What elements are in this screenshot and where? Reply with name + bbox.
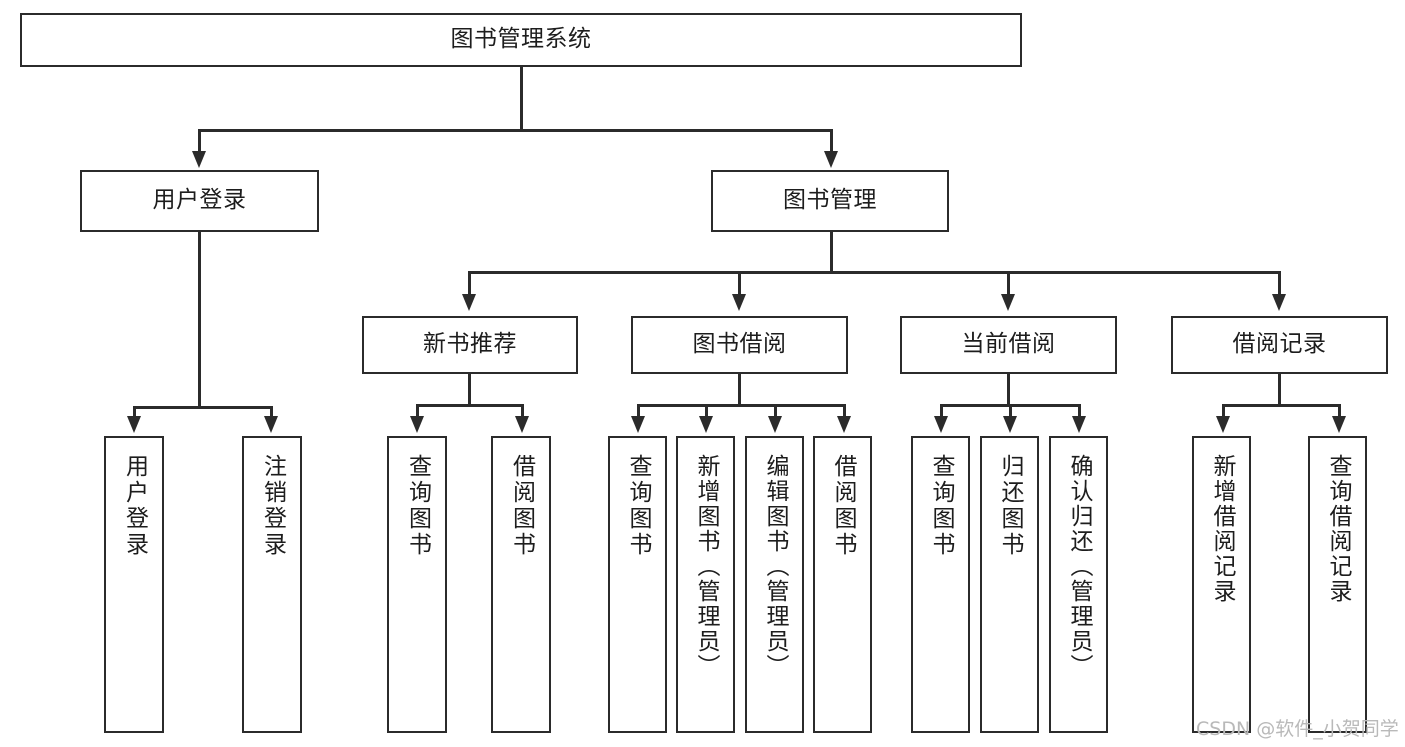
connector-borrow-record-child-2 (1338, 404, 1341, 418)
arrow-leaf-logout (264, 416, 278, 433)
arrow-to-user-login (192, 151, 206, 168)
arrow-leaf-confirm-return (1072, 416, 1086, 433)
connector-level3-bus (468, 271, 1280, 274)
node-leaf-query-book-recommend[interactable]: 查询图书 (387, 436, 447, 733)
arrow-leaf-query-book-2 (631, 416, 645, 433)
node-leaf-return-book[interactable]: 归还图书 (980, 436, 1039, 733)
node-label: 借阅记录 (1232, 331, 1327, 358)
node-label: 确认归还（管理员） (1066, 454, 1092, 679)
arrow-to-borrow-record (1272, 294, 1286, 311)
connector-to-book-borrow (738, 271, 741, 296)
connector-user-login-child-1 (133, 406, 136, 418)
node-book-management[interactable]: 图书管理 (711, 170, 949, 232)
node-label: 图书管理 (783, 187, 877, 214)
connector-current-borrow-child-1 (940, 404, 943, 418)
connector-current-borrow-child-3 (1078, 404, 1081, 418)
node-leaf-logout[interactable]: 注销登录 (242, 436, 302, 733)
connector-borrow-record-bus (1222, 404, 1338, 407)
node-leaf-add-borrow-record[interactable]: 新增借阅记录 (1192, 436, 1251, 733)
node-new-book-recommend[interactable]: 新书推荐 (362, 316, 578, 374)
arrow-to-new-book-recommend (462, 294, 476, 311)
connector-borrow-record-stem (1278, 374, 1281, 406)
arrow-leaf-user-login (127, 416, 141, 433)
node-leaf-edit-book[interactable]: 编辑图书（管理员） (745, 436, 804, 733)
node-label: 用户登录 (121, 454, 148, 558)
node-borrow-record[interactable]: 借阅记录 (1171, 316, 1388, 374)
connector-new-book-bus (416, 404, 521, 407)
connector-book-management-stem (830, 232, 833, 273)
node-label: 新增图书（管理员） (693, 454, 719, 679)
connector-to-user-login (198, 129, 201, 154)
node-label: 图书管理系统 (450, 26, 592, 53)
connector-book-borrow-child-2 (705, 404, 708, 418)
connector-new-book-child-1 (416, 404, 419, 418)
arrow-leaf-borrow-book-2 (837, 416, 851, 433)
node-label: 用户登录 (152, 187, 247, 214)
connector-to-borrow-record (1278, 271, 1281, 296)
arrow-leaf-edit-book (768, 416, 782, 433)
connector-to-new-book-recommend (468, 271, 471, 296)
connector-book-borrow-child-3 (774, 404, 777, 418)
arrow-to-book-borrow (732, 294, 746, 311)
connector-book-borrow-bus (637, 404, 843, 407)
node-label: 归还图书 (997, 454, 1023, 558)
node-label: 借阅图书 (830, 454, 856, 558)
arrow-leaf-return-book (1003, 416, 1017, 433)
arrow-leaf-add-book (699, 416, 713, 433)
arrow-leaf-query-book-1 (410, 416, 424, 433)
node-label: 新增借阅记录 (1209, 454, 1235, 604)
connector-current-borrow-stem (1007, 374, 1010, 406)
connector-user-login-child-2 (270, 406, 273, 418)
node-leaf-query-book-borrow[interactable]: 查询图书 (608, 436, 667, 733)
node-label: 查询借阅记录 (1325, 454, 1351, 604)
connector-root-bus (198, 129, 832, 132)
node-label: 借阅图书 (508, 454, 535, 558)
connector-user-login-bus (133, 406, 270, 409)
node-book-borrow[interactable]: 图书借阅 (631, 316, 848, 374)
node-label: 编辑图书（管理员） (762, 454, 788, 679)
connector-book-borrow-child-4 (843, 404, 846, 418)
connector-book-borrow-child-1 (637, 404, 640, 418)
connector-new-book-child-2 (521, 404, 524, 418)
csdn-watermark: CSDN @软件_小贺同学 (1196, 718, 1399, 740)
node-label: 当前借阅 (961, 331, 1056, 358)
connector-user-login-stem (198, 232, 201, 408)
node-label: 注销登录 (259, 454, 286, 558)
arrow-to-book-management (824, 151, 838, 168)
node-label: 图书借阅 (692, 331, 787, 358)
arrow-leaf-add-record (1216, 416, 1230, 433)
node-leaf-query-book-current[interactable]: 查询图书 (911, 436, 970, 733)
node-label: 查询图书 (928, 454, 954, 558)
connector-borrow-record-child-1 (1222, 404, 1225, 418)
node-current-borrow[interactable]: 当前借阅 (900, 316, 1117, 374)
node-leaf-borrow-book[interactable]: 借阅图书 (813, 436, 872, 733)
node-label: 新书推荐 (423, 331, 517, 358)
arrow-leaf-query-record (1332, 416, 1346, 433)
node-leaf-confirm-return[interactable]: 确认归还（管理员） (1049, 436, 1108, 733)
connector-to-book-management (830, 129, 833, 154)
node-leaf-borrow-book-recommend[interactable]: 借阅图书 (491, 436, 551, 733)
node-label: 查询图书 (625, 454, 651, 558)
arrow-leaf-borrow-book-1 (515, 416, 529, 433)
connector-to-current-borrow (1007, 271, 1010, 296)
node-leaf-query-borrow-record[interactable]: 查询借阅记录 (1308, 436, 1367, 733)
arrow-to-current-borrow (1001, 294, 1015, 311)
node-user-login[interactable]: 用户登录 (80, 170, 319, 232)
node-label: 查询图书 (404, 454, 431, 558)
node-leaf-user-login[interactable]: 用户登录 (104, 436, 164, 733)
arrow-leaf-query-book-3 (934, 416, 948, 433)
node-leaf-add-book[interactable]: 新增图书（管理员） (676, 436, 735, 733)
node-root-book-management-system[interactable]: 图书管理系统 (20, 13, 1022, 67)
connector-new-book-stem (468, 374, 471, 406)
connector-root-stem (520, 67, 523, 131)
connector-current-borrow-child-2 (1009, 404, 1012, 418)
connector-book-borrow-stem (738, 374, 741, 406)
